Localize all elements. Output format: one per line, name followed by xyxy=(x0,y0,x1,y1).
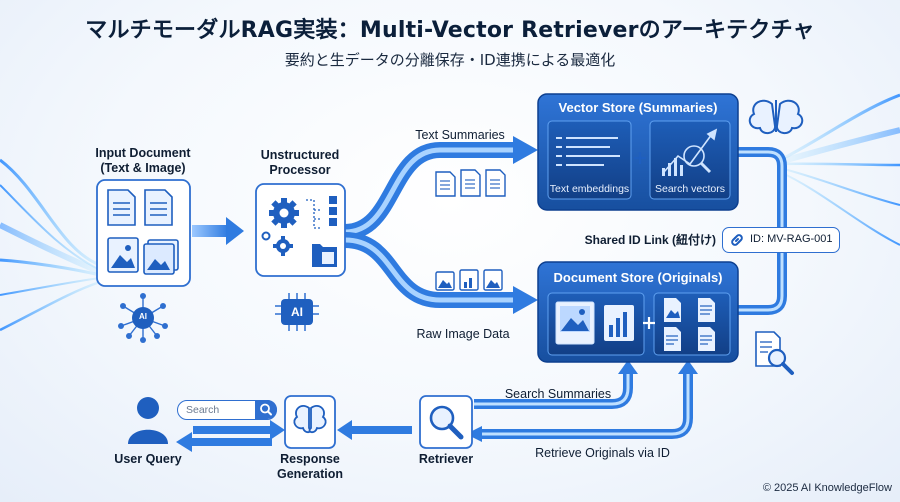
processor-label-line1: Unstructured xyxy=(260,148,340,162)
response-generation-card xyxy=(284,395,336,449)
retriever-label: Retriever xyxy=(418,452,474,466)
ai-network-label: AI xyxy=(139,312,147,321)
arrow-head-vector xyxy=(513,136,538,164)
arrow-head-document xyxy=(513,286,538,314)
search-input[interactable]: Search xyxy=(177,400,277,420)
text-lines-icon xyxy=(556,137,620,166)
arrow-search-summaries xyxy=(474,372,633,409)
gear-icon xyxy=(269,198,299,228)
document-store-panel xyxy=(537,261,739,363)
left-wave-decoration xyxy=(0,158,102,332)
input-document-label-line2: (Text & Image) xyxy=(100,161,186,175)
arrow-user-to-response xyxy=(193,420,285,440)
vector-store-title: Vector Store (Summaries) xyxy=(558,100,718,115)
raw-image-docs-icon xyxy=(435,269,503,291)
ai-chip-icon xyxy=(275,293,319,331)
brain-small-icon xyxy=(293,405,327,434)
right-wave-decoration xyxy=(779,93,900,246)
response-generation-label: Response Generation xyxy=(262,452,358,482)
arrow-to-document-store xyxy=(344,232,515,308)
folder-icon xyxy=(312,244,337,267)
edge-label-raw-image: Raw Image Data xyxy=(416,327,510,341)
vector-store-panel xyxy=(537,93,739,211)
arrow-head-search xyxy=(618,360,638,374)
magnifier-icon xyxy=(429,405,464,440)
response-generation-line1: Response xyxy=(280,452,340,466)
shared-id-link-label: Shared ID Link (紐付け) xyxy=(584,233,716,247)
search-button[interactable] xyxy=(255,400,277,419)
original-image-icon xyxy=(555,301,595,345)
copyright: © 2025 AI KnowledgeFlow xyxy=(762,482,892,494)
processor-label: Unstructured Processor xyxy=(235,148,365,178)
arrow-head-retrieve xyxy=(678,360,698,374)
original-chart-icon xyxy=(604,305,634,341)
arrow-input-to-processor xyxy=(192,217,244,245)
arrow-to-vector-store xyxy=(344,142,515,240)
vector-store-right-caption: Search vectors xyxy=(654,183,726,195)
brain-icon xyxy=(748,99,804,134)
arrow-retrieve-originals xyxy=(478,372,693,439)
arrow-retriever-to-response xyxy=(337,420,412,440)
text-summary-docs-icon xyxy=(435,169,506,197)
link-icon xyxy=(731,234,743,246)
tree-structure-icon xyxy=(306,199,320,229)
processor-label-line2: Processor xyxy=(269,163,331,177)
edge-label-search-summaries: Search Summaries xyxy=(504,387,612,401)
plus-icon-document xyxy=(643,317,655,329)
edge-label-text-summaries: Text Summaries xyxy=(415,128,505,142)
id-value: ID: MV-RAG-001 xyxy=(750,233,833,245)
retriever-card xyxy=(419,395,473,449)
text-doc-icon xyxy=(107,189,173,226)
input-document-label: Input Document (Text & Image) xyxy=(70,146,216,176)
input-document-label-line1: Input Document xyxy=(95,146,191,160)
page-subtitle: 要約と生データの分離保存・ID連携による最適化 xyxy=(284,51,616,69)
ai-network-icon xyxy=(118,293,168,343)
search-icon xyxy=(260,403,272,416)
response-generation-line2: Generation xyxy=(277,467,343,481)
text-summary-lines xyxy=(440,179,500,190)
ai-chip-label: AI xyxy=(291,305,303,319)
arrow-head-retrieve-left xyxy=(466,426,482,442)
processor-card xyxy=(255,183,346,277)
document-store-title: Document Store (Originals) xyxy=(553,270,723,285)
arrow-response-to-user xyxy=(176,432,272,452)
id-badge: ID: MV-RAG-001 xyxy=(722,227,840,253)
input-document-card xyxy=(96,179,191,287)
page-title: マルチモーダルRAG実装：Multi-Vector Retrieverのアーキテ… xyxy=(85,18,815,43)
small-gear-icon xyxy=(273,236,293,256)
edge-label-retrieve-originals: Retrieve Originals via ID xyxy=(535,446,670,460)
vector-store-left-caption: Text embeddings xyxy=(549,183,630,195)
user-icon xyxy=(128,397,168,444)
user-query-label: User Query xyxy=(114,452,182,466)
plus-icon-vector xyxy=(634,152,646,164)
document-search-icon xyxy=(755,331,794,375)
search-placeholder: Search xyxy=(186,404,220,416)
